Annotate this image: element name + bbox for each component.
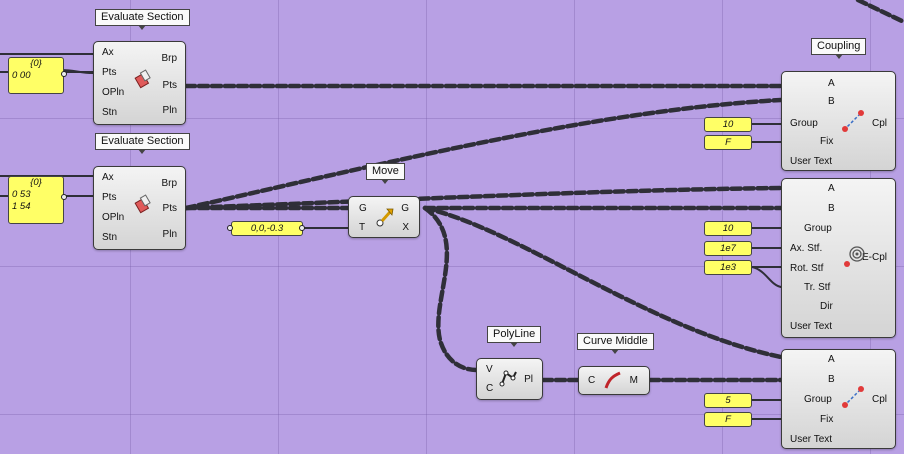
input-vertices[interactable]: V bbox=[486, 364, 493, 375]
coupling-component[interactable]: A B Group Fix User Text Cpl bbox=[781, 349, 896, 449]
output-cpl[interactable]: Cpl bbox=[871, 394, 887, 405]
polyline-icon bbox=[499, 370, 517, 387]
fix-value-param[interactable]: F bbox=[704, 412, 752, 427]
input-pts[interactable]: Pts bbox=[102, 67, 117, 78]
input-geometry[interactable]: G bbox=[359, 203, 367, 214]
move-component[interactable]: G T G X bbox=[348, 196, 420, 238]
panel-row: 0 53 bbox=[12, 189, 31, 200]
input-b[interactable]: B bbox=[828, 96, 835, 107]
evaluate-section-icon bbox=[134, 69, 151, 89]
move-arrow-icon bbox=[376, 208, 394, 227]
panel-header: {0} bbox=[30, 58, 42, 69]
polyline-component[interactable]: V C Pl bbox=[476, 358, 543, 400]
group-value-param[interactable]: 10 bbox=[704, 117, 752, 132]
input-group[interactable]: Group bbox=[790, 118, 818, 129]
coupling-component[interactable]: A B Group Fix User Text Cpl bbox=[781, 71, 896, 171]
input-group[interactable]: Group bbox=[804, 394, 832, 405]
group-value-param[interactable]: 5 bbox=[704, 393, 752, 408]
component-name-tag: Evaluate Section bbox=[95, 9, 190, 30]
evaluate-section-component[interactable]: Ax Pts OPln Stn Brp Pts Pln bbox=[93, 41, 186, 125]
output-port[interactable] bbox=[299, 225, 305, 231]
output-port[interactable] bbox=[61, 71, 67, 77]
input-translational-stiffness[interactable]: Tr. Stf bbox=[804, 282, 831, 293]
output-pln[interactable]: Pln bbox=[162, 229, 177, 240]
component-name-tag: PolyLine bbox=[487, 326, 542, 347]
wire-double bbox=[183, 0, 904, 383]
vector-param[interactable]: 0,0,-0.3 bbox=[231, 221, 303, 236]
elastic-coupling-component[interactable]: A B Group Ax. Stf. Rot. Stf Tr. Stf Dir … bbox=[781, 178, 896, 338]
input-user-text[interactable]: User Text bbox=[790, 434, 833, 445]
input-rotational-stiffness[interactable]: Rot. Stf bbox=[790, 263, 824, 274]
curve-middle-icon bbox=[604, 371, 621, 389]
panel-1[interactable]: {0} 0 00 bbox=[8, 57, 64, 94]
input-curve[interactable]: C bbox=[588, 375, 596, 386]
input-ax[interactable]: Ax bbox=[102, 172, 114, 183]
panel-row: 1 54 bbox=[12, 201, 31, 212]
output-pts[interactable]: Pts bbox=[162, 80, 177, 91]
rotational-stiffness-param[interactable]: 1e3 bbox=[704, 260, 752, 275]
input-b[interactable]: B bbox=[828, 203, 835, 214]
output-ecpl[interactable]: E-Cpl bbox=[861, 252, 887, 263]
panel-2[interactable]: {0} 0 53 1 54 bbox=[8, 176, 64, 224]
evaluate-section-component[interactable]: Ax Pts OPln Stn Brp Pts Pln bbox=[93, 166, 186, 250]
input-pts[interactable]: Pts bbox=[102, 192, 117, 203]
fix-value-param[interactable]: F bbox=[704, 135, 752, 150]
input-opln[interactable]: OPln bbox=[102, 212, 125, 223]
group-value-param[interactable]: 10 bbox=[704, 221, 752, 236]
axial-stiffness-param[interactable]: 1e7 bbox=[704, 241, 752, 256]
input-fix[interactable]: Fix bbox=[820, 414, 834, 425]
output-cpl[interactable]: Cpl bbox=[871, 118, 887, 129]
output-pln[interactable]: Pln bbox=[162, 105, 177, 116]
input-user-text[interactable]: User Text bbox=[790, 321, 833, 332]
input-direction[interactable]: Dir bbox=[820, 301, 833, 312]
component-name-tag: Move bbox=[366, 163, 405, 184]
output-pts[interactable]: Pts bbox=[162, 203, 177, 214]
input-stn[interactable]: Stn bbox=[102, 107, 118, 118]
output-geometry[interactable]: G bbox=[401, 203, 409, 214]
input-b[interactable]: B bbox=[828, 374, 835, 385]
component-name-tag: Coupling bbox=[811, 38, 867, 59]
output-polyline[interactable]: Pl bbox=[524, 374, 533, 385]
coupling-icon bbox=[842, 386, 864, 408]
evaluate-section-icon bbox=[134, 194, 151, 214]
elastic-coupling-icon bbox=[844, 246, 865, 267]
input-translation[interactable]: T bbox=[359, 222, 366, 233]
input-group[interactable]: Group bbox=[804, 223, 832, 234]
component-name-tag: Curve Middle bbox=[577, 333, 654, 354]
input-ax[interactable]: Ax bbox=[102, 47, 114, 58]
input-a[interactable]: A bbox=[828, 78, 835, 89]
output-middle[interactable]: M bbox=[629, 375, 638, 386]
component-name-tag: Evaluate Section bbox=[95, 133, 190, 154]
output-brp[interactable]: Brp bbox=[161, 178, 177, 189]
output-transform[interactable]: X bbox=[402, 222, 409, 233]
input-a[interactable]: A bbox=[828, 354, 835, 365]
input-port[interactable] bbox=[227, 225, 233, 231]
curve-middle-component[interactable]: C M bbox=[578, 366, 650, 395]
input-user-text[interactable]: User Text bbox=[790, 156, 833, 167]
input-fix[interactable]: Fix bbox=[820, 136, 834, 147]
panel-row: 0 00 bbox=[12, 70, 31, 81]
output-brp[interactable]: Brp bbox=[161, 53, 177, 64]
input-stn[interactable]: Stn bbox=[102, 232, 118, 243]
input-axial-stiffness[interactable]: Ax. Stf. bbox=[790, 243, 823, 254]
input-a[interactable]: A bbox=[828, 183, 835, 194]
input-closed[interactable]: C bbox=[486, 383, 494, 394]
input-opln[interactable]: OPln bbox=[102, 87, 125, 98]
coupling-icon bbox=[842, 110, 864, 132]
panel-header: {0} bbox=[30, 177, 42, 188]
output-port[interactable] bbox=[61, 194, 67, 200]
